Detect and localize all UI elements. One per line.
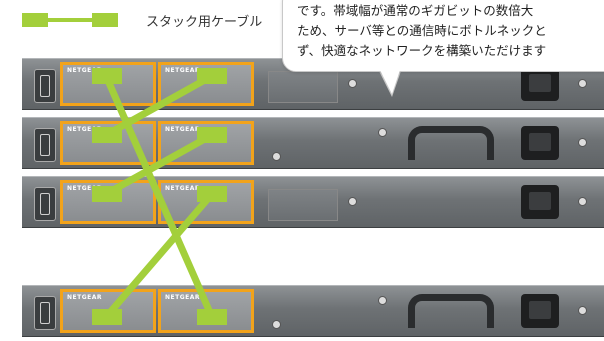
switch-unit-4: NETGEAR NETGEAR: [22, 285, 604, 337]
power-socket-icon: [521, 126, 559, 160]
stack-cable-icon: [22, 13, 118, 27]
screw-icon: [578, 138, 587, 147]
module-brand: NETGEAR: [67, 185, 102, 192]
power-socket-icon: [521, 294, 559, 328]
screw-icon: [272, 152, 281, 161]
screw-icon: [578, 306, 587, 315]
callout-line: ため、サーバ等との通信時にボトルネックと: [297, 23, 547, 38]
power-socket-icon: [521, 185, 559, 219]
screw-icon: [378, 296, 387, 305]
module-brand: NETGEAR: [67, 126, 102, 133]
module-brand: NETGEAR: [165, 126, 200, 133]
screw-icon: [348, 197, 357, 206]
blank-plate: [268, 189, 338, 221]
switch-unit-2: NETGEAR NETGEAR: [22, 117, 604, 169]
stack-module-right: NETGEAR: [158, 62, 254, 106]
screw-icon: [348, 79, 357, 88]
stack-module-left: NETGEAR: [60, 180, 156, 224]
screw-icon: [378, 128, 387, 137]
screw-icon: [578, 79, 587, 88]
module-brand: NETGEAR: [67, 294, 102, 301]
stack-module-left: NETGEAR: [60, 289, 156, 333]
console-port-icon: [34, 128, 56, 162]
handle-icon: [408, 294, 494, 328]
module-brand: NETGEAR: [67, 67, 102, 74]
stack-module-right: NETGEAR: [158, 121, 254, 165]
stack-module-right: NETGEAR: [158, 289, 254, 333]
stack-module-left: NETGEAR: [60, 62, 156, 106]
console-port-icon: [34, 187, 56, 221]
blank-plate: [268, 71, 338, 103]
callout-tail-fill: [380, 70, 400, 94]
module-brand: NETGEAR: [165, 67, 200, 74]
switch-unit-3: NETGEAR NETGEAR: [22, 176, 604, 228]
legend: スタック用ケーブル: [22, 8, 262, 32]
callout-line: ず、快適なネットワークを構築いただけます: [297, 43, 547, 58]
module-brand: NETGEAR: [165, 294, 200, 301]
screw-icon: [578, 197, 587, 206]
callout-line: です。帯域幅が通常のギガビットの数倍大: [297, 3, 534, 18]
module-brand: NETGEAR: [165, 185, 200, 192]
stack-module-left: NETGEAR: [60, 121, 156, 165]
screw-icon: [272, 320, 281, 329]
power-socket-icon: [521, 67, 559, 101]
callout-bubble: です。帯域幅が通常のギガビットの数倍大 ため、サーバ等との通信時にボトルネックと…: [282, 0, 604, 72]
stack-module-right: NETGEAR: [158, 180, 254, 224]
console-port-icon: [34, 296, 56, 330]
handle-icon: [408, 126, 494, 160]
legend-label: スタック用ケーブル: [146, 14, 263, 30]
console-port-icon: [34, 69, 56, 103]
